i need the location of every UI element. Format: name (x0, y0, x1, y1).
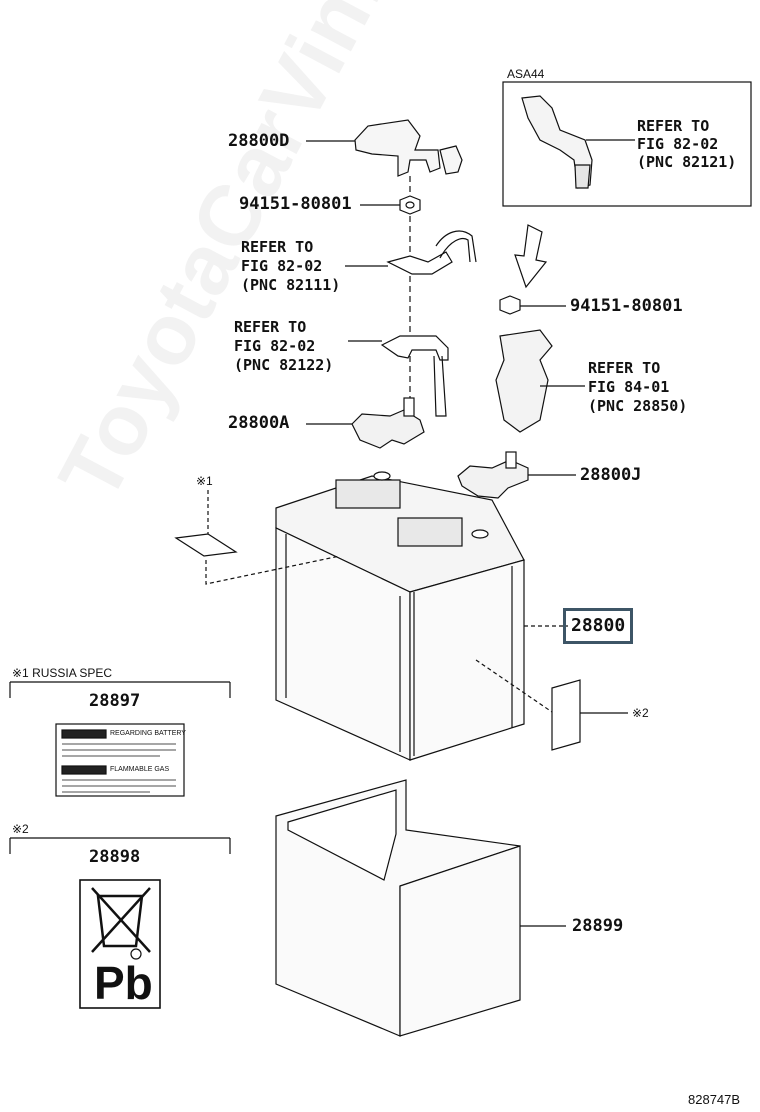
asa44-inset-box (502, 81, 752, 207)
crossed-bin-icon (96, 894, 144, 948)
nut-upper-part (399, 195, 421, 215)
part-28800j: 28800J (580, 465, 642, 485)
nut-right-part (499, 295, 521, 315)
asa44-cable-part (521, 95, 593, 189)
part-nut-right: 94151-80801 (570, 296, 683, 316)
part-28897: 28897 (89, 691, 141, 711)
ref-cable-upper-l1: REFER TO (241, 238, 314, 256)
cable-terminal-lower (380, 335, 449, 361)
ref-asa44-l1: REFER TO (637, 117, 710, 135)
note-spec2: ※2 (12, 822, 29, 836)
ref-cable-upper-l3: (PNC 82111) (241, 276, 341, 294)
direction-arrow (514, 224, 548, 289)
ref-cable-upper-l2: FIG 82-02 (241, 257, 323, 275)
ref-sensor-l2: FIG 84-01 (588, 378, 670, 396)
ref-asa44-l3: (PNC 82121) (637, 153, 737, 171)
ref-asa44-l2: FIG 82-02 (637, 135, 719, 153)
note-mark2: ※2 (632, 706, 649, 720)
ref-cable-lower-l3: (PNC 82122) (234, 356, 334, 374)
part-28899: 28899 (572, 916, 624, 936)
sticker-russia (174, 533, 238, 557)
label-caution-1: REGARDING BATTERY (110, 730, 186, 737)
note-russia-spec: ※1 RUSSIA SPEC (12, 666, 113, 680)
part-28800a: 28800A (228, 413, 290, 433)
battery-front-side (409, 559, 525, 761)
variant-label: ASA44 (507, 67, 545, 81)
cable-terminal-upper (386, 251, 453, 275)
part-28800d: 28800D (228, 131, 290, 151)
label-caution-2: FLAMMABLE GAS (110, 766, 170, 773)
terminal-positive-part (457, 459, 529, 499)
part-28800-highlighted[interactable]: 28800 (563, 608, 634, 644)
ref-cable-lower-l1: REFER TO (234, 318, 307, 336)
pb-symbol: Pb (94, 957, 153, 1009)
figure-code: 828747B (688, 1092, 741, 1107)
note-mark1: ※1 (196, 474, 213, 488)
part-nut-upper: 94151-80801 (239, 194, 352, 214)
sticker-pb (551, 679, 581, 751)
pb-label-image (79, 879, 161, 1009)
ref-sensor-l3: (PNC 28850) (588, 397, 688, 415)
terminal-negative-part (351, 409, 425, 449)
part-28898: 28898 (89, 847, 141, 867)
ref-sensor-l1: REFER TO (588, 359, 661, 377)
battery-sensor-part (495, 329, 553, 433)
ref-cable-lower-l2: FIG 82-02 (234, 337, 316, 355)
terminal-cover-part (354, 119, 441, 177)
